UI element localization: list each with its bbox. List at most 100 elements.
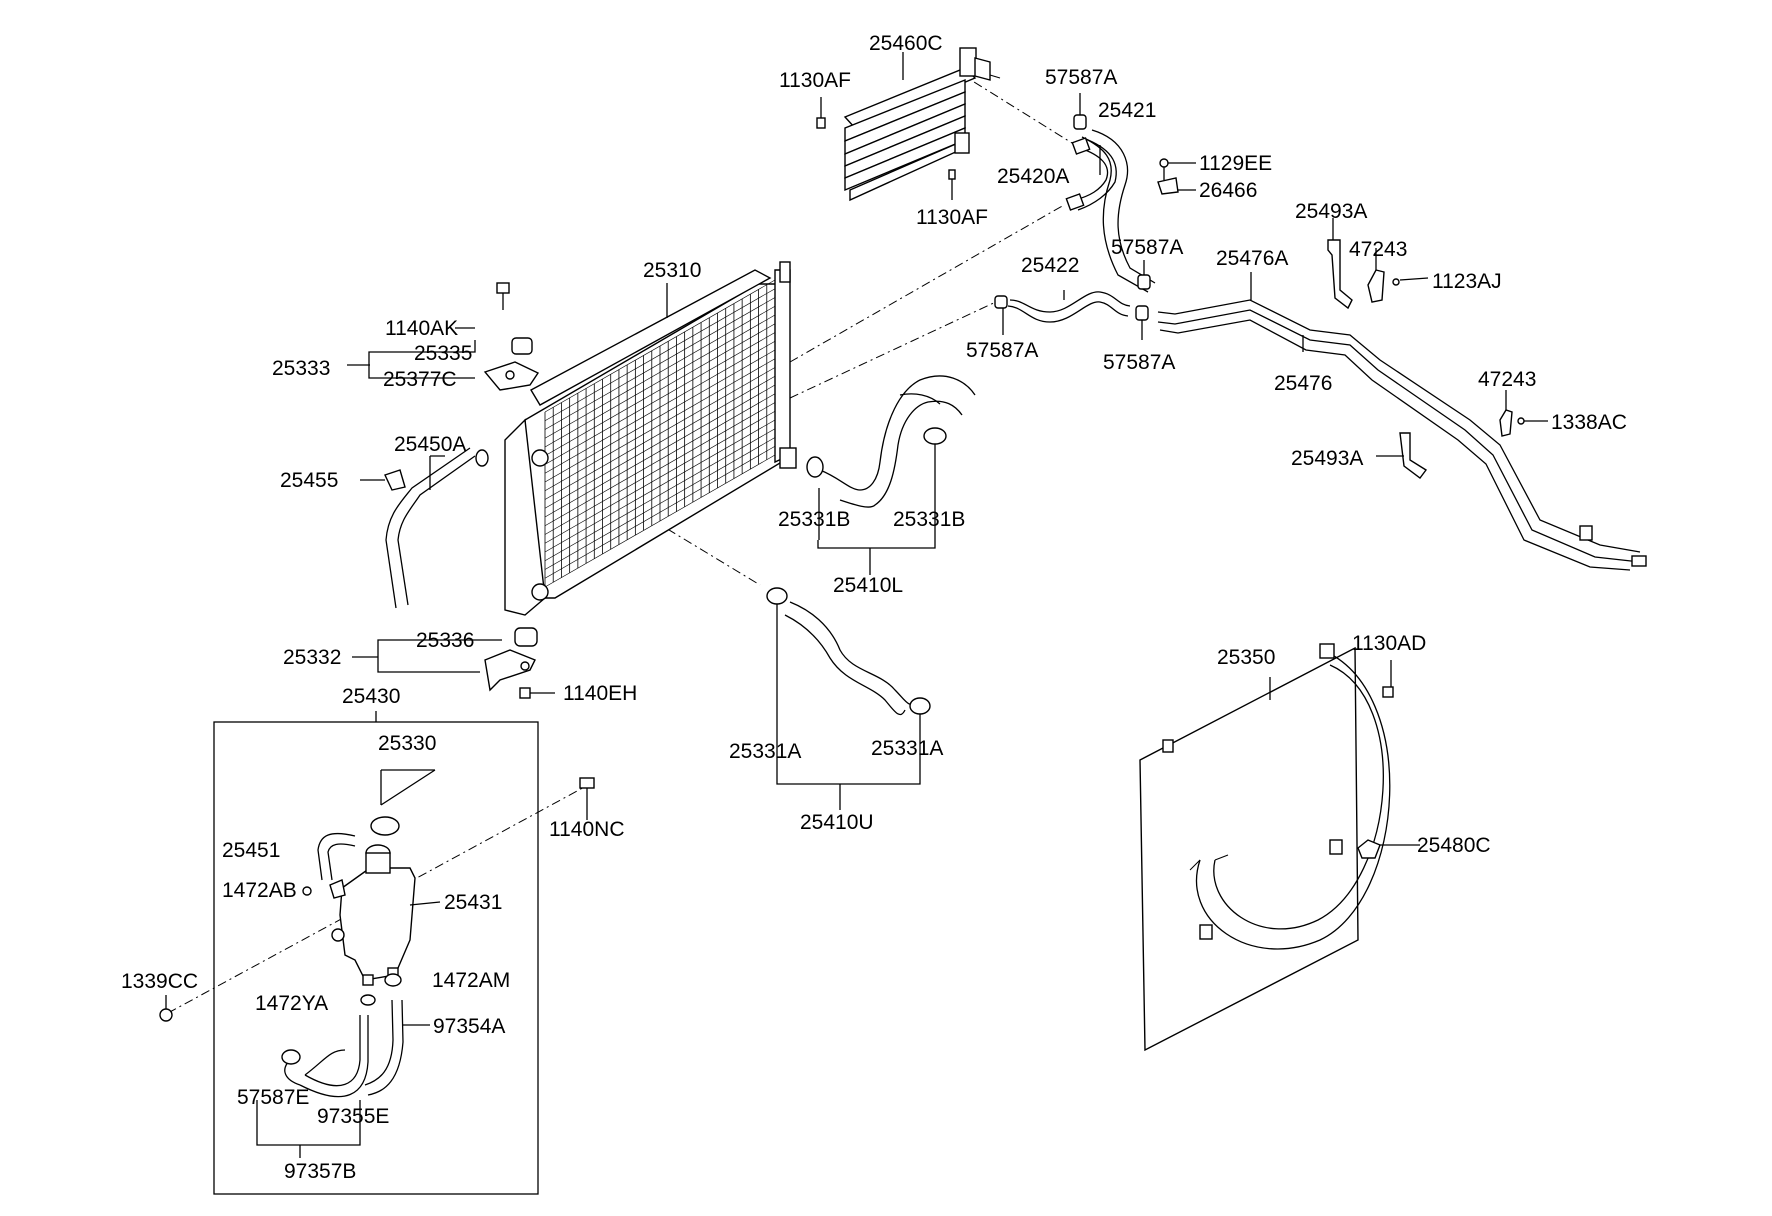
label-25422: 25422 [1021,254,1079,277]
radiator-core [544,279,776,588]
core-tube-horizontal [544,437,776,570]
bracket-25493A-2 [1376,432,1428,479]
bracket-25493A-1 [1327,218,1353,310]
core-tube-horizontal [544,428,776,562]
hose-25420A [1065,137,1117,211]
label-25476A: 25476A [1216,247,1288,270]
label-97357B: 97357B [284,1160,356,1183]
leader-lines [256,52,1304,1158]
bolt-1130AF-b [948,169,956,200]
label-47243-1: 47243 [1349,238,1407,261]
core-tube-horizontal [544,279,776,413]
label-25480C: 25480C [1417,834,1491,857]
label-25451: 25451 [222,839,280,862]
clamp-25331A-2 [909,697,931,740]
label-57587A-1: 57587A [1045,66,1117,89]
core-tube-horizontal [544,314,776,448]
core-tube-horizontal [544,454,776,588]
grommet-1472YA [360,994,376,1006]
label-57587A-2: 57587A [1111,236,1183,259]
label-1472AB: 1472AB [222,879,297,902]
oil-cooler-25460C [843,47,1001,202]
radiator-25310 [504,261,797,616]
bolt-1140AK [496,282,510,310]
label-25421: 25421 [1098,99,1156,122]
clamp-57587A-2 [1137,260,1151,290]
label-1140NC: 1140NC [549,818,625,841]
label-57587E: 57587E [237,1086,309,1109]
bracket-25332 [484,649,536,692]
label-47243-2: 47243 [1478,368,1536,391]
core-tube-horizontal [544,367,776,500]
bolt-1123AJ [1392,277,1429,286]
label-1140EH: 1140EH [563,682,637,705]
hose-97354A [364,999,430,1096]
label-1339CC: 1339CC [121,970,198,993]
label-1130AF-b: 1130AF [916,206,988,229]
reservoir-assembly-box [213,711,539,1195]
label-25430: 25430 [342,685,400,708]
label-25335: 25335 [414,342,472,365]
label-1129EE: 1129EE [1199,152,1272,175]
oil-line-25476A [1157,299,1647,571]
core-tube-horizontal [544,305,776,439]
hose-97355E [284,1015,369,1098]
label-1140AK: 1140AK [385,317,458,340]
label-26466: 26466 [1199,179,1257,202]
reservoir-tank-25431 [329,844,441,986]
alignment-lines [167,71,1081,1014]
label-97355E: 97355E [317,1105,389,1128]
hose-25451 [317,832,356,881]
label-25455: 25455 [280,469,338,492]
label-57587A-3: 57587A [966,339,1038,362]
label-25493A-2: 25493A [1291,447,1363,470]
label-1130AD: 1130AD [1352,632,1426,655]
part-labels: 25460C 1130AF 1130AF 57587A 25421 1129EE… [121,32,1627,1183]
label-1130AF-a: 1130AF [779,69,851,92]
label-25476: 25476 [1274,372,1332,395]
clamp-57587A-4 [1135,305,1149,340]
hose-25410U [784,601,916,716]
bracket-25377C [483,361,540,391]
core-tube-horizontal [544,402,776,535]
core-tube-horizontal [544,358,776,492]
hose-25450A [385,447,489,609]
label-25332: 25332 [283,646,341,669]
core-tube-horizontal [544,384,776,518]
label-1123AJ: 1123AJ [1432,270,1502,293]
fan-shroud-25350 [1139,643,1391,1052]
core-tube-horizontal [544,297,776,430]
insulator-25336 [514,627,538,647]
label-25410L: 25410L [833,574,903,597]
label-57587A-4: 57587A [1103,351,1175,374]
bolt-1130AF-a [816,97,826,129]
label-25420A: 25420A [997,165,1069,188]
grommet-1472AB [302,886,312,896]
label-1338AC: 1338AC [1551,411,1627,434]
label-1472YA: 1472YA [255,992,328,1015]
label-25331A-2: 25331A [871,737,943,760]
bracket-26466 [1157,177,1196,195]
core-tube-horizontal [544,445,776,579]
clamp-25331B-1 [806,456,824,540]
label-25330: 25330 [378,732,436,755]
label-25331B-1: 25331B [778,508,850,531]
core-tube-horizontal [544,419,776,553]
core-tube-horizontal [544,410,776,544]
core-tube-horizontal [544,340,776,474]
clamp-25331A-1 [766,587,788,740]
hose-25421 [1081,129,1156,293]
label-25410U: 25410U [800,811,874,834]
core-tube-horizontal [544,323,776,457]
core-tube-horizontal [544,288,776,422]
cap-25330 [370,769,436,836]
label-25460C: 25460C [869,32,943,55]
core-tube-horizontal [544,393,776,527]
bolt-1338AC [1517,417,1548,425]
core-tube-horizontal [544,332,776,465]
label-25493A-1: 25493A [1295,200,1367,223]
nut-1339CC [159,995,173,1022]
clip-47243-2 [1499,390,1513,437]
